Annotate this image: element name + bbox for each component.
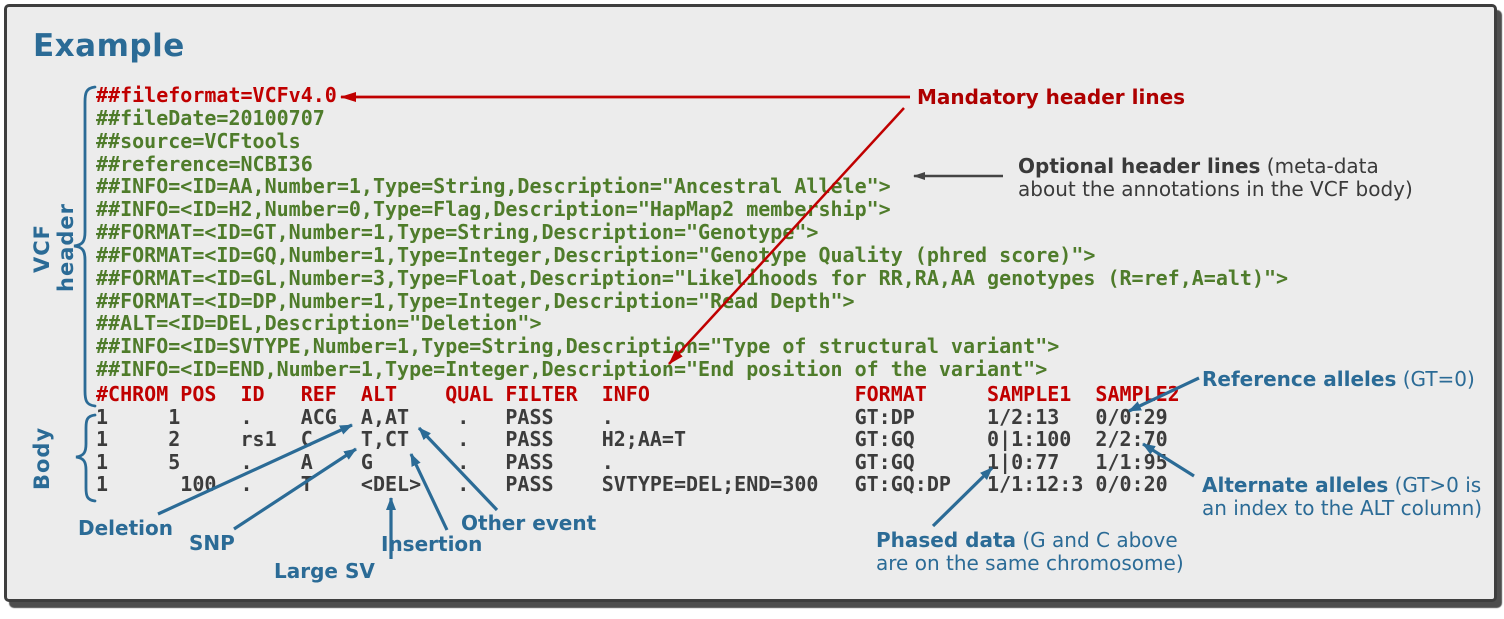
alternate-label-line1: Alternate alleles (GT>0 is <box>1202 474 1482 497</box>
vcf-header-line: ##FORMAT=<ID=GL,Number=3,Type=Float,Desc… <box>96 265 1289 290</box>
optional-label-line1: Optional header lines (meta-data <box>1018 155 1413 178</box>
phased-label-line2: are on the same chromosome) <box>876 550 1184 575</box>
vcf-header-line: ##ALT=<ID=DEL,Description="Deletion"> <box>96 311 542 336</box>
reference-alleles-label: Reference alleles (GT=0) <box>1202 368 1475 391</box>
optional-label-line2: about the annotations in the VCF body) <box>1018 176 1413 201</box>
vcf-body-block: #CHROM POS ID REF ALT QUAL FILTER INFO F… <box>96 383 1180 496</box>
alternate-alleles-bold: Alternate alleles <box>1202 473 1389 497</box>
phased-label-line1: Phased data (G and C above <box>876 529 1184 552</box>
vcf-header-line: ##INFO=<ID=AA,Number=1,Type=String,Descr… <box>96 174 891 199</box>
vcf-header-line: ##fileDate=20100707 <box>96 105 325 130</box>
vcf-body-line: 1 2 rs1 C T,CT . PASS H2;AA=T GT:GQ 0|1:… <box>96 427 1168 451</box>
vcf-header-line: ##INFO=<ID=END,Number=1,Type=Integer,Des… <box>96 357 1048 382</box>
vcf-body-line: 1 1 . ACG A,AT . PASS . GT:DP 1/2:13 0/0… <box>96 404 1168 429</box>
deletion-label: Deletion <box>78 516 173 540</box>
mandatory-header-lines-text: Mandatory header lines <box>917 85 1186 109</box>
reference-alleles-bold: Reference alleles <box>1202 367 1397 391</box>
vcf-header-line: ##fileformat=VCFv4.0 <box>96 83 337 107</box>
optional-label-bold: Optional header lines <box>1018 154 1261 178</box>
vcf-header-line: ##INFO=<ID=SVTYPE,Number=1,Type=String,D… <box>96 334 1060 359</box>
other-event-label: Other event <box>461 511 597 535</box>
vcf-body-line: 1 100 . T <DEL> . PASS SVTYPE=DEL;END=30… <box>96 472 1168 496</box>
reference-alleles-rest: (GT=0) <box>1396 367 1475 391</box>
vcf-header-line: ##FORMAT=<ID=GQ,Number=1,Type=Integer,De… <box>96 242 1096 267</box>
vcf-body-line: 1 5 . A G . PASS . GT:GQ 1|0:77 1/1:95 <box>96 449 1168 474</box>
vcf-header-line: ##FORMAT=<ID=DP,Number=1,Type=Integer,De… <box>96 288 855 313</box>
alternate-label-line2: an index to the ALT column) <box>1202 495 1483 520</box>
alternate-alleles-rest: (GT>0 is <box>1388 473 1482 497</box>
vcf-header-line: ##reference=NCBI36 <box>96 151 313 176</box>
optional-header-lines-label: Optional header lines (meta-data about t… <box>1018 155 1413 200</box>
phased-data-label: Phased data (G and C above are on the sa… <box>876 529 1184 574</box>
page-title: Example <box>33 28 185 64</box>
vcf-header-line: ##INFO=<ID=H2,Number=0,Type=Flag,Descrip… <box>96 197 891 222</box>
vcf-body-line: #CHROM POS ID REF ALT QUAL FILTER INFO F… <box>96 382 1180 406</box>
alternate-alleles-label: Alternate alleles (GT>0 is an index to t… <box>1202 474 1482 519</box>
vcf-header-line: ##source=VCFtools <box>96 128 301 153</box>
insertion-label: Insertion <box>381 532 483 556</box>
large-sv-label: Large SV <box>274 559 375 583</box>
phased-data-rest: (G and C above <box>1016 528 1178 552</box>
optional-label-rest: (meta-data <box>1260 154 1379 178</box>
vcf-header-line: ##FORMAT=<ID=GT,Number=1,Type=String,Des… <box>96 220 819 245</box>
vcf-header-brace-label: VCF header <box>30 203 78 293</box>
vcf-header-block: ##fileformat=VCFv4.0 ##fileDate=20100707… <box>96 84 1288 381</box>
snp-label: SNP <box>189 531 235 555</box>
body-brace-label: Body <box>30 426 54 490</box>
mandatory-header-lines-label: Mandatory header lines <box>917 86 1185 109</box>
phased-data-bold: Phased data <box>876 528 1017 552</box>
